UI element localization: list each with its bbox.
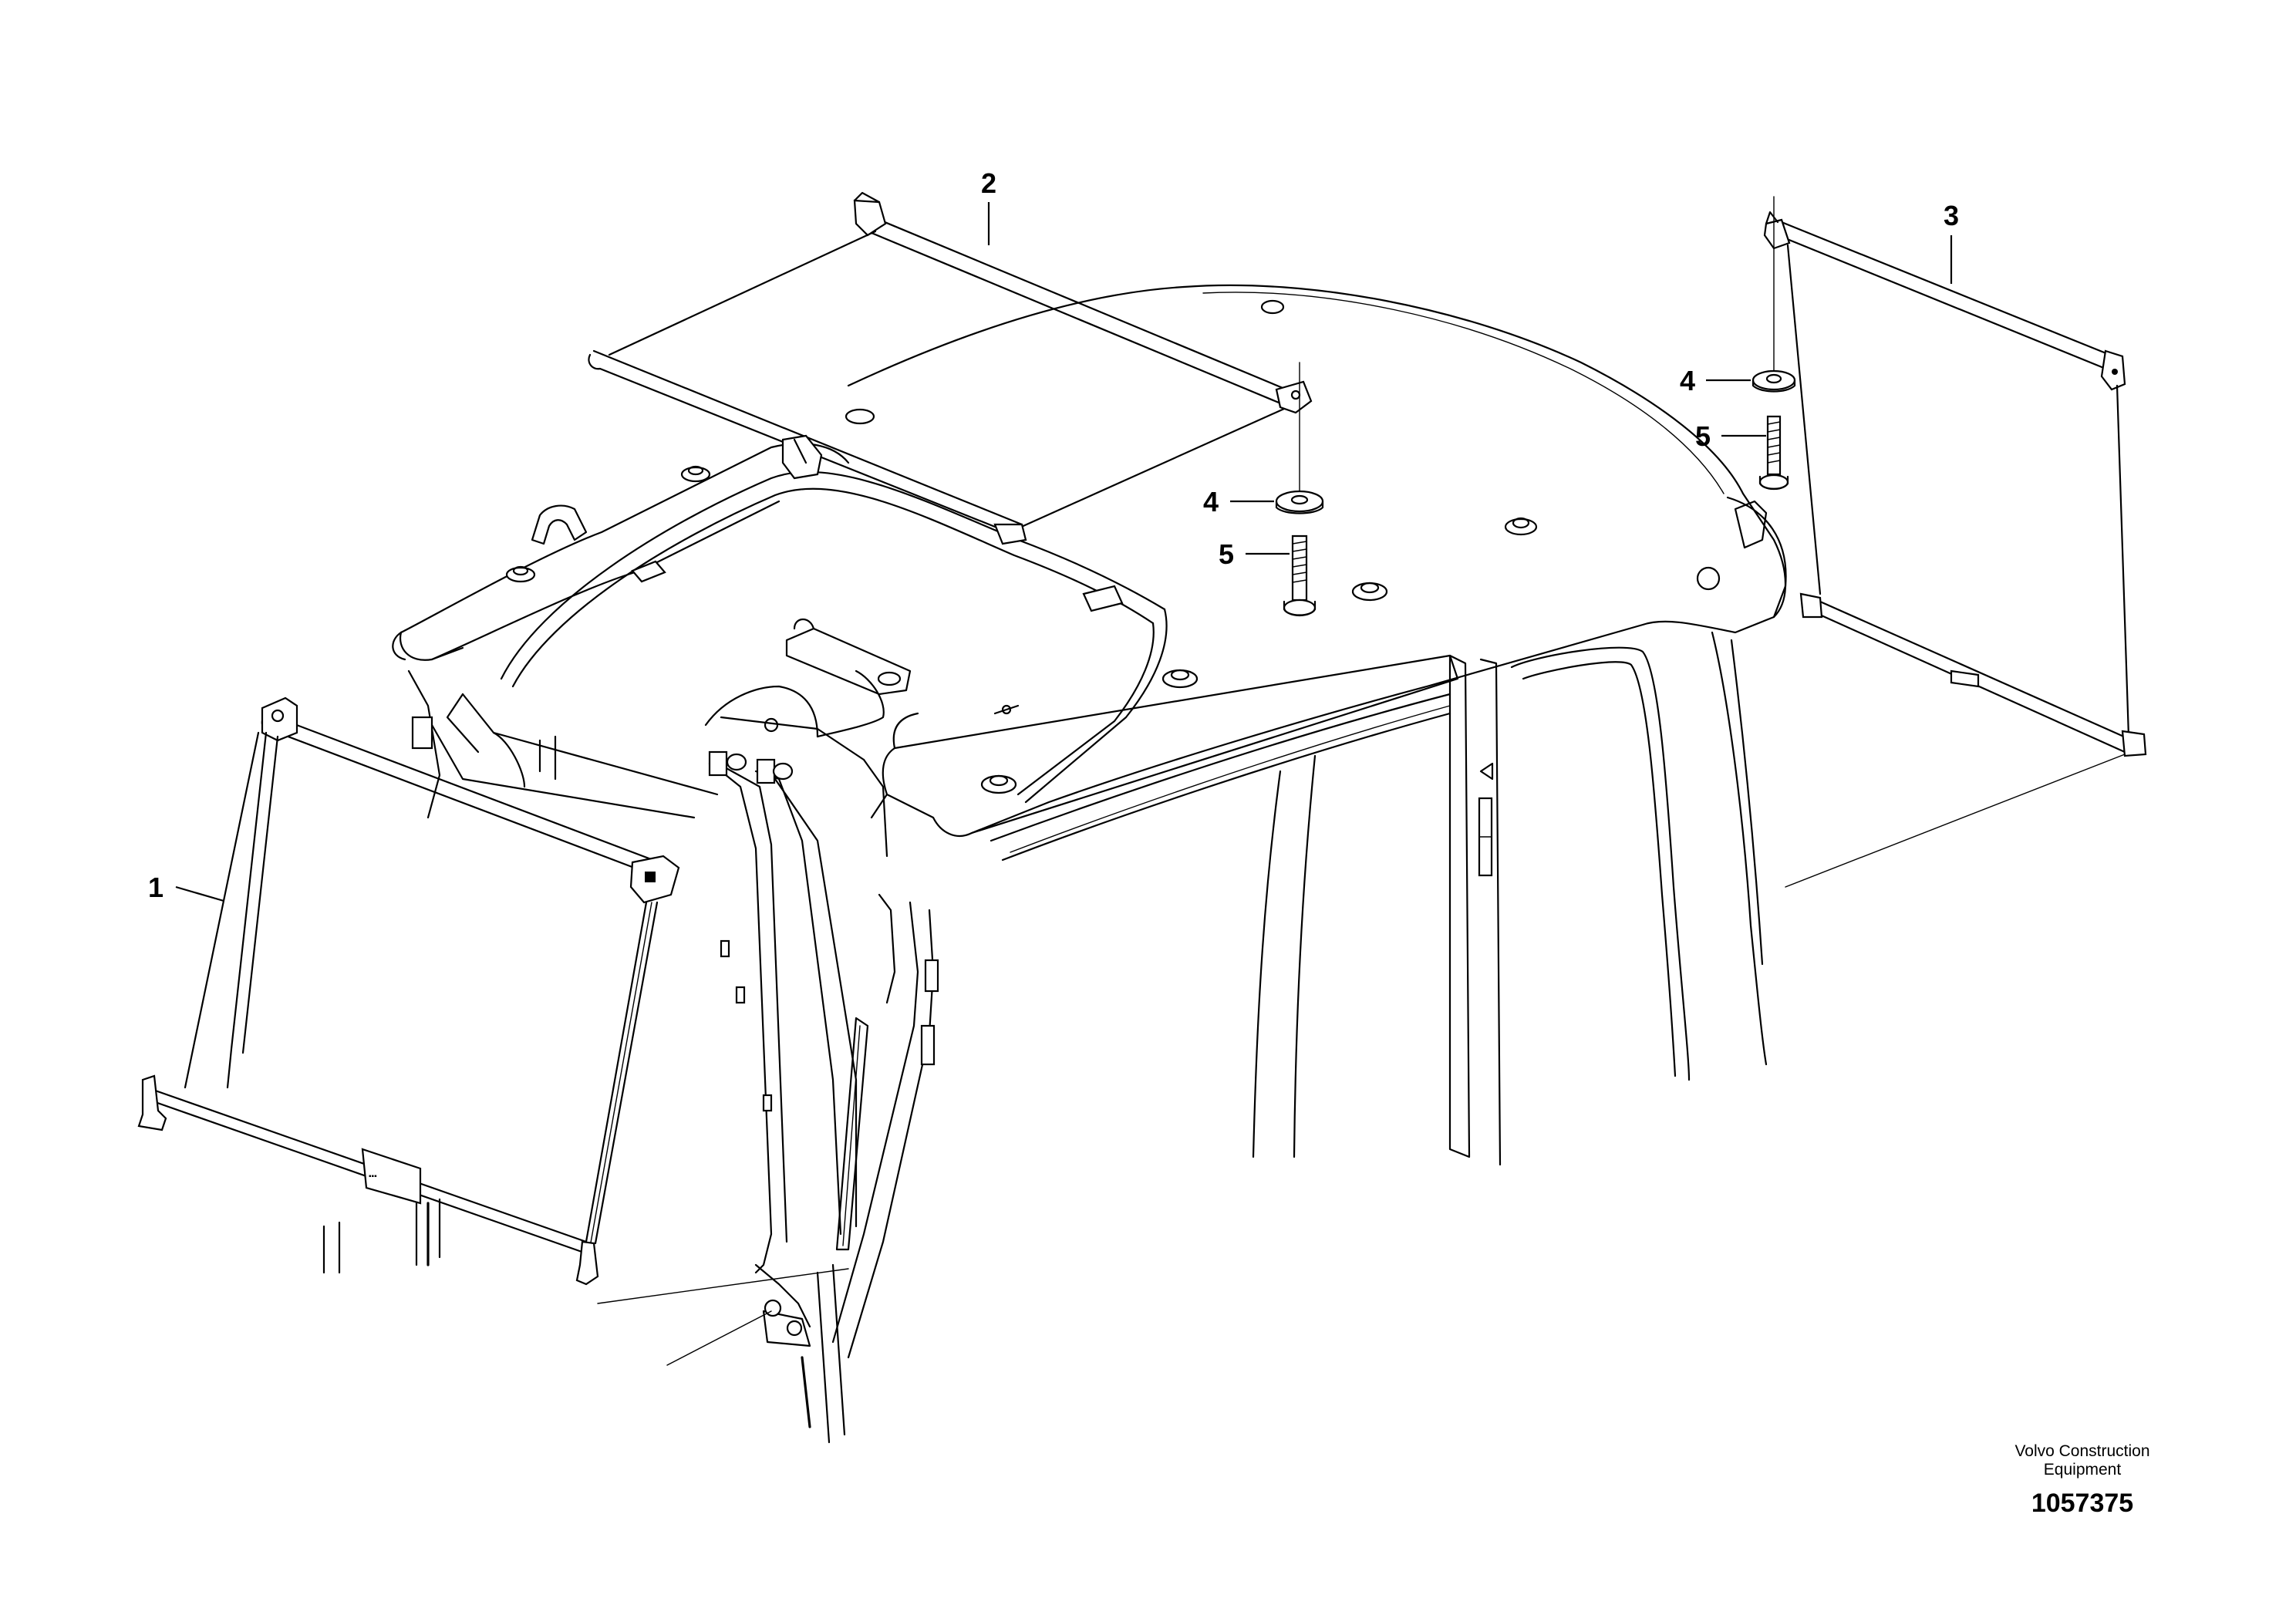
drawing-number: 1057375 bbox=[2031, 1489, 2134, 1518]
fastener-set-roof bbox=[1275, 362, 1324, 617]
publisher-line-1: Volvo Construction bbox=[2014, 1442, 2150, 1460]
svg-text:▪▪▪: ▪▪▪ bbox=[369, 1172, 377, 1181]
roof-sun-blind bbox=[588, 191, 1313, 545]
publisher-line-2: Equipment bbox=[2043, 1461, 2122, 1479]
callout-3: 3 bbox=[1944, 200, 1959, 231]
callout-1: 1 bbox=[148, 872, 164, 903]
callout-2: 2 bbox=[981, 167, 996, 199]
wiper-assembly bbox=[666, 750, 869, 1444]
callout-4-rear: 4 bbox=[1680, 365, 1695, 396]
windscreen bbox=[990, 693, 1451, 1158]
callout-4-roof: 4 bbox=[1203, 486, 1219, 518]
callout-5-roof: 5 bbox=[1219, 538, 1234, 570]
rear-sun-blind bbox=[1763, 211, 2147, 888]
callouts: 1 2 3 4 5 4 5 bbox=[148, 167, 1959, 903]
cab-left-structure bbox=[322, 408, 1168, 1359]
publisher-name: Volvo Construction Equipment bbox=[1913, 1442, 2252, 1479]
callout-5-rear: 5 bbox=[1695, 420, 1711, 452]
roof-bolts bbox=[980, 299, 1538, 794]
front-sun-blind: ▪▪▪ bbox=[137, 696, 849, 1304]
fastener-set-rear bbox=[1752, 196, 1796, 491]
cab-roof bbox=[847, 284, 1787, 837]
cab-door-frame bbox=[1448, 631, 1768, 1166]
